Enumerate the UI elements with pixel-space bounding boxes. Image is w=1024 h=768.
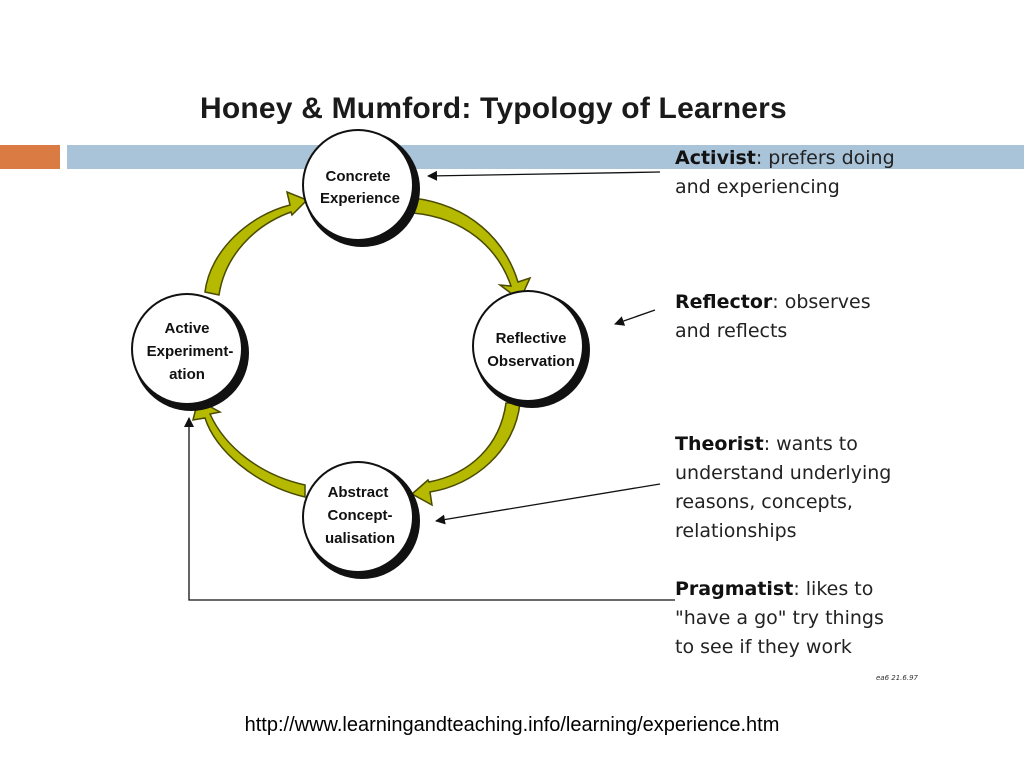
author-stamp: ea6 21.6.97 xyxy=(876,674,918,682)
activist-pointer xyxy=(427,170,661,181)
theorist-line-3: reasons, concepts, xyxy=(675,491,853,513)
theorist-description: Theorist: wants to understand underlying… xyxy=(675,430,891,546)
theorist-line-1: : wants to xyxy=(763,433,858,455)
theorist-line-4: relationships xyxy=(675,520,797,542)
concrete-experience-node xyxy=(302,129,414,241)
reflector-line-2: and reflects xyxy=(675,320,788,342)
abstract-label-1: Abstract xyxy=(328,484,389,501)
source-url[interactable]: http://www.learningandteaching.info/lear… xyxy=(244,714,780,736)
active-experimentation-node xyxy=(131,293,243,405)
activist-line-1: : prefers doing xyxy=(755,147,895,169)
active-label-2: Experiment- xyxy=(147,343,234,360)
abstract-label-3: ualisation xyxy=(325,530,395,547)
active-label-3: ation xyxy=(169,366,205,383)
concrete-label-1: Concrete xyxy=(325,168,390,185)
abstract-label-2: Concept- xyxy=(328,507,393,524)
theorist-name: Theorist xyxy=(675,433,764,455)
accent-bar-blue xyxy=(67,145,1024,169)
accent-bar-orange xyxy=(0,145,60,169)
theorist-line-2: understand underlying xyxy=(675,462,892,484)
pragmatist-line-2: "have a go" try things xyxy=(675,607,884,629)
pragmatist-line-1: : likes to xyxy=(793,578,874,600)
reflective-label-2: Observation xyxy=(487,353,575,370)
active-label-1: Active xyxy=(164,320,209,337)
pragmatist-name: Pragmatist xyxy=(675,578,794,600)
reflector-line-1: : observes xyxy=(772,291,871,313)
arrow-abstract-to-active xyxy=(191,398,306,498)
activist-line-2: and experiencing xyxy=(675,176,840,198)
reflector-description: Reflector: observes and reflects xyxy=(675,288,871,346)
concrete-label-2: Experience xyxy=(320,190,400,207)
reflective-observation-node xyxy=(472,290,584,402)
cycle-nodes xyxy=(131,129,590,579)
activist-name: Activist xyxy=(675,147,756,169)
abstract-conceptualisation-node xyxy=(302,461,414,573)
reflective-label-1: Reflective xyxy=(496,330,567,347)
theorist-pointer xyxy=(435,483,661,525)
arrow-active-to-concrete xyxy=(204,190,309,296)
pointer-lines xyxy=(184,170,675,601)
reflector-name: Reflector xyxy=(675,291,773,313)
page-title: Honey & Mumford: Typology of Learners xyxy=(200,92,787,125)
arrow-reflective-to-abstract xyxy=(410,402,521,507)
pragmatist-line-3: to see if they work xyxy=(675,636,852,658)
arrow-concrete-to-reflective xyxy=(412,197,532,302)
pragmatist-pointer xyxy=(184,417,675,601)
reflector-pointer xyxy=(614,309,656,326)
pragmatist-description: Pragmatist: likes to "have a go" try thi… xyxy=(675,575,884,662)
activist-description: Activist: prefers doing and experiencing xyxy=(675,144,895,202)
